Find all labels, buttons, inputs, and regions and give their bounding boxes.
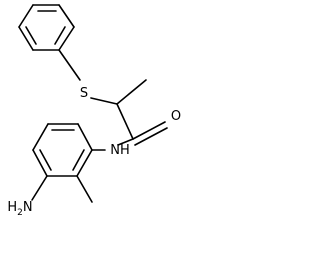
sulfur-atom-label: S	[80, 86, 88, 101]
bond-phenyl-s	[58, 49, 81, 81]
bond-s-alpha-carbon	[90, 97, 118, 105]
chemical-structure: S O NH H2N	[7, 4, 181, 218]
bond-alpha-methyl	[116, 79, 147, 105]
phenyl-ring	[18, 4, 75, 51]
amide-nh-label: NH	[110, 143, 130, 158]
bond-alpha-carbonyl	[116, 103, 134, 140]
bond-carbonyl-nh	[117, 138, 134, 146]
bond-aryl-methyl	[76, 175, 93, 203]
carbonyl-double-bond	[132, 121, 168, 146]
amine-label: H2N	[7, 200, 32, 218]
bond-aryl-amine	[31, 175, 48, 201]
oxygen-atom-label: O	[171, 109, 181, 124]
aniline-ring	[32, 123, 93, 177]
